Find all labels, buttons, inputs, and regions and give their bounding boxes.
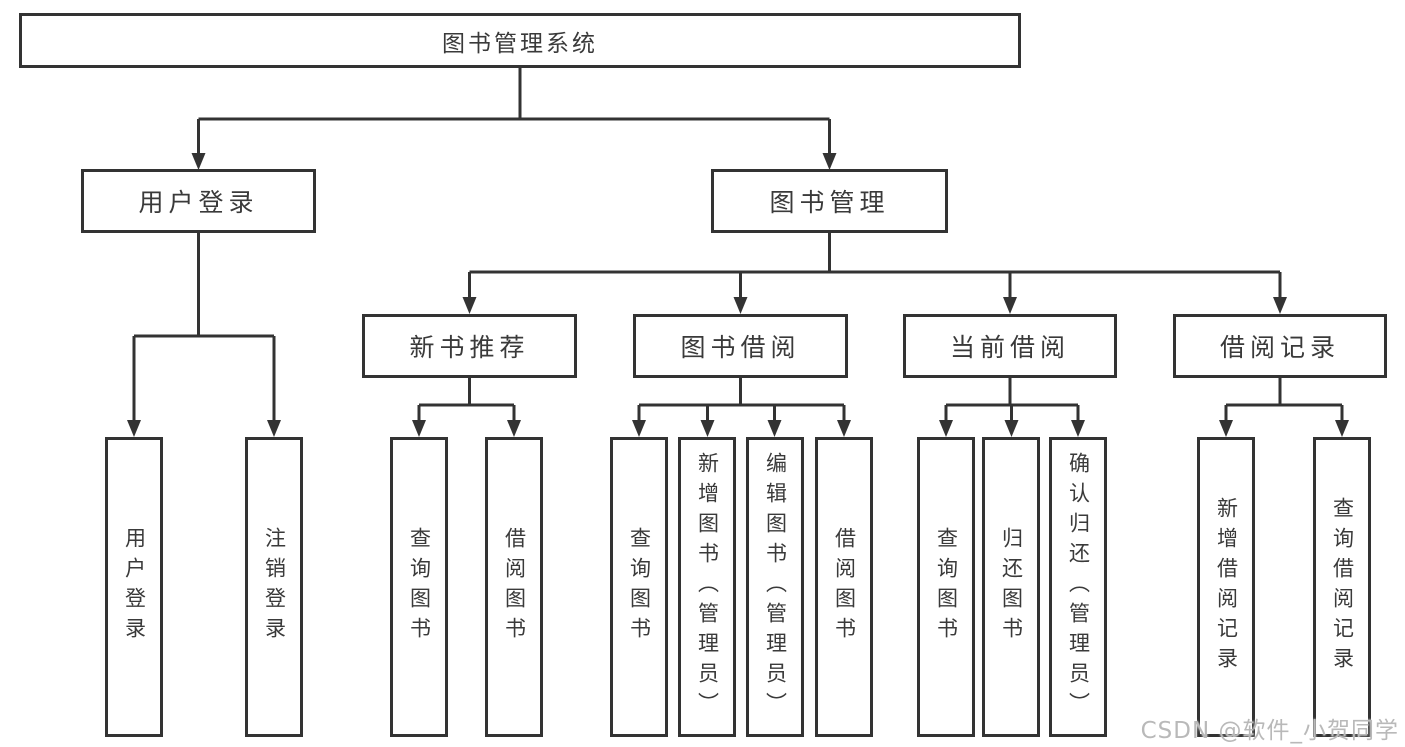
connector-root-to-level2 xyxy=(197,68,831,154)
arrowhead-icon xyxy=(1219,420,1233,437)
node-book-borrowing: 图书借阅 xyxy=(633,314,848,378)
arrowhead-icon xyxy=(267,420,281,437)
leaf-label: 查询图书 xyxy=(934,527,959,647)
node-book-management: 图书管理 xyxy=(711,169,948,233)
node-user-login: 用户登录 xyxy=(81,169,316,233)
node-borrowing-records: 借阅记录 xyxy=(1173,314,1387,378)
arrowhead-icon xyxy=(412,420,426,437)
connector-current-to-leaves xyxy=(944,378,1080,421)
arrowhead-icon xyxy=(191,153,206,170)
leaf-label: 查询图书 xyxy=(407,527,432,647)
connector-borrow-to-leaves xyxy=(637,378,846,421)
arrowhead-icon xyxy=(127,420,141,437)
node-leaf-borrow-books-2: 借阅图书 xyxy=(815,437,873,737)
arrowhead-icon xyxy=(1273,297,1287,314)
connector-book-mgmt-to-level3 xyxy=(468,233,1282,298)
node-new-book-recommendation: 新书推荐 xyxy=(362,314,577,378)
arrowhead-icon xyxy=(632,420,646,437)
node-leaf-confirm-return-admin: 确认归还（管理员） xyxy=(1049,437,1107,737)
leaf-label: 借阅图书 xyxy=(832,527,857,647)
node-leaf-query-books-2: 查询图书 xyxy=(610,437,668,737)
leaf-label: 新增借阅记录 xyxy=(1214,497,1239,677)
csdn-watermark: CSDN @软件_小贺同学 xyxy=(1140,718,1399,744)
node-library-management-system: 图书管理系统 xyxy=(19,13,1021,68)
arrowhead-icon xyxy=(1004,420,1019,437)
node-leaf-return-books: 归还图书 xyxy=(982,437,1040,737)
connector-new-book-to-leaves xyxy=(417,378,516,421)
node-leaf-add-borrow-record: 新增借阅记录 xyxy=(1197,437,1255,737)
connector-user-login-to-leaves xyxy=(132,233,276,421)
node-leaf-borrow-books-1: 借阅图书 xyxy=(485,437,543,737)
leaf-label: 用户登录 xyxy=(122,527,147,647)
leaf-label: 归还图书 xyxy=(999,527,1024,647)
leaf-label: 确认归还（管理员） xyxy=(1066,452,1091,722)
node-current-borrowing: 当前借阅 xyxy=(903,314,1117,378)
arrowhead-icon xyxy=(939,420,953,437)
leaf-label: 借阅图书 xyxy=(502,527,527,647)
arrowheads xyxy=(127,153,1349,437)
leaf-label: 新增图书（管理员） xyxy=(695,452,720,722)
arrowhead-icon xyxy=(1003,297,1017,314)
leaf-label: 编辑图书（管理员） xyxy=(763,452,788,722)
node-leaf-add-books-admin: 新增图书（管理员） xyxy=(678,437,736,737)
leaf-label: 查询图书 xyxy=(627,527,652,647)
arrowhead-icon xyxy=(1071,420,1085,437)
node-leaf-query-borrow-record: 查询借阅记录 xyxy=(1313,437,1371,737)
connector-records-to-leaves xyxy=(1224,378,1344,421)
node-leaf-edit-books-admin: 编辑图书（管理员） xyxy=(746,437,804,737)
arrowhead-icon xyxy=(700,420,715,437)
arrowhead-icon xyxy=(507,420,521,437)
leaf-label: 注销登录 xyxy=(262,527,287,647)
arrowhead-icon xyxy=(733,297,748,314)
arrowhead-icon xyxy=(462,297,477,314)
arrowhead-icon xyxy=(837,420,851,437)
node-leaf-user-login: 用户登录 xyxy=(105,437,163,737)
leaf-label: 查询借阅记录 xyxy=(1330,497,1355,677)
node-leaf-logout: 注销登录 xyxy=(245,437,303,737)
arrowhead-icon xyxy=(1335,420,1349,437)
node-leaf-query-books-3: 查询图书 xyxy=(917,437,975,737)
arrowhead-icon xyxy=(767,420,782,437)
arrowhead-icon xyxy=(822,153,837,170)
node-leaf-query-books-1: 查询图书 xyxy=(390,437,448,737)
